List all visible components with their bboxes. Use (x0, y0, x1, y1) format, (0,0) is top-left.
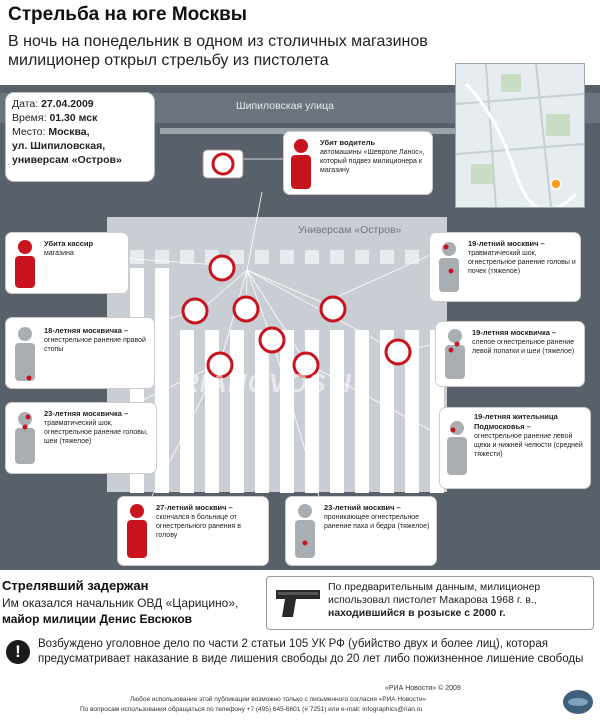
victim-card-cashier: Убита кассир магазина (6, 233, 128, 293)
victim-title: 19-летняя москвичка – (472, 328, 557, 337)
place-label: Место: (12, 126, 46, 138)
victim-title: 27-летний москвич – (156, 503, 233, 512)
victim-card-23f: 23-летняя москвичка – травматический шок,… (6, 403, 156, 473)
victim-desc: проникающее огнестрельное ранение паха и… (324, 514, 430, 530)
footer-contact: По вопросам использования обращаться по … (80, 706, 423, 713)
victim-card-23m: 23-летний москвич – проникающее огнестрел… (286, 497, 436, 565)
page-subtitle: В ночь на понедельник в одном из столичн… (8, 33, 428, 69)
victim-desc: огнестрельное ранение левой щеки и нижне… (474, 433, 583, 458)
watermark: RIANOVOSTI (180, 368, 352, 398)
footer-copyright: «РИА Новости» © 2009 (385, 685, 461, 692)
victim-title: Убит водитель (320, 138, 376, 147)
gun-info-box (266, 576, 594, 630)
pistol-icon (276, 590, 320, 617)
victim-title: 23-летняя москвичка – (44, 409, 129, 418)
wounded-person-icon (15, 327, 35, 381)
victim-desc: травматический шок, огнестрельное ранени… (44, 420, 148, 445)
place-value-1: Москва, (48, 126, 90, 138)
place-value-2: ул. Шипиловская, (12, 140, 106, 152)
victim-title: 19-летняя жительница Подмосковья – (474, 412, 558, 431)
victim-card-19m: 19-летний москвич – травматический шок, о… (430, 233, 580, 301)
killed-person-icon (15, 240, 35, 288)
victim-desc: огнестрельное ранение правой стопы (44, 337, 146, 353)
wounded-person-icon (439, 242, 459, 292)
ria-logo-icon (563, 690, 593, 714)
wounded-person-icon (447, 421, 467, 475)
killed-person-icon (127, 504, 147, 558)
place-value-3: универсам «Остров» (12, 154, 122, 166)
detained-line-1: Им оказался начальник ОВД «Царицино», (2, 596, 239, 610)
victim-card-19f-region: 19-летняя жительница Подмосковья – огнест… (440, 408, 590, 488)
wounded-person-icon (15, 412, 35, 464)
footer-usage-note: Любое использование этой публикации возм… (130, 696, 427, 703)
time-label: Время: (12, 112, 47, 124)
victim-card-19f: 19-летняя москвичка – слепое огнестрельно… (436, 322, 584, 386)
victim-card-27m: 27-летний москвич – скончался в больнице … (118, 497, 268, 565)
gun-info-text: По предварительным данным, милиционер ис… (328, 581, 590, 620)
time-value: 01.30 мск (49, 112, 98, 124)
exclamation-icon: ! (6, 640, 30, 664)
victim-title: 23-летний москвич – (324, 503, 401, 512)
criminal-case-text: Возбуждено уголовное дело по части 2 ста… (38, 638, 584, 665)
detained-title: Стрелявший задержан (2, 578, 149, 593)
victim-title: 19-летний москвич – (468, 239, 545, 248)
victim-desc: магазина (44, 250, 74, 257)
victim-desc: автомашины «Шевроле Ланос», который подв… (320, 149, 425, 174)
incident-info-box: Дата: 27.04.2009 Время: 01.30 мск Место:… (6, 93, 154, 181)
victim-title: 18-летняя москвичка – (44, 326, 129, 335)
date-value: 27.04.2009 (41, 98, 94, 110)
date-label: Дата: (12, 98, 39, 110)
victim-desc: травматический шок, огнестрельное ранени… (468, 250, 576, 275)
location-map (455, 63, 585, 208)
detained-line-2: майор милиции Денис Евсюков (2, 612, 193, 626)
street-label: Шипиловская улица (236, 100, 334, 112)
victim-desc: слепое огнестрельное ранение левой лопат… (472, 339, 575, 355)
gun-text-1: По предварительным данным, милиционер ис… (328, 581, 541, 606)
killed-person-icon (291, 139, 311, 189)
victim-card-18f: 18-летняя москвичка – огнестрельное ранен… (6, 318, 154, 388)
page-title: Стрельба на юге Москвы (8, 4, 248, 25)
victim-card-driver: Убит водитель автомашины «Шевроле Ланос»,… (284, 132, 432, 194)
victim-title: Убита кассир (44, 239, 94, 248)
wounded-person-icon (445, 329, 465, 379)
victim-desc: скончался в больнице от огнестрельного р… (156, 514, 241, 539)
wounded-person-icon (295, 504, 315, 558)
store-label: Универсам «Остров» (298, 224, 402, 236)
gun-text-2: находившийся в розыске с 2000 г. (328, 607, 506, 619)
